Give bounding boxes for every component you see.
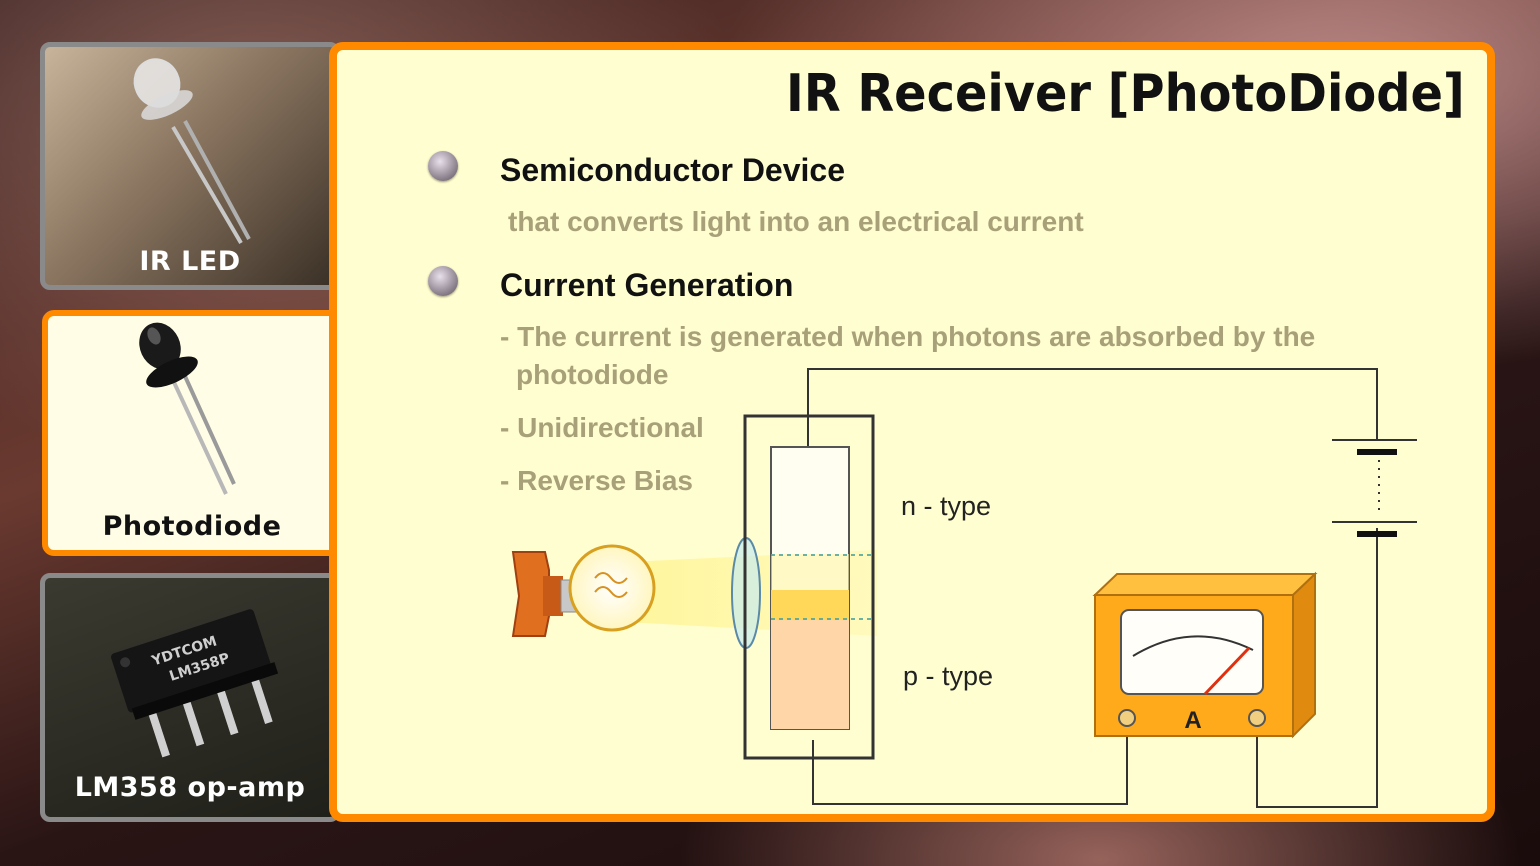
bullet-icon — [428, 151, 458, 181]
circuit-wires — [807, 368, 1378, 808]
sub-item: - The current is generated when photons … — [500, 321, 1316, 352]
lamp-icon — [511, 544, 656, 637]
battery-symbol — [1332, 439, 1417, 537]
thumbnail-lm358[interactable]: YDTCOM LM358P LM358 op-amp — [40, 573, 340, 822]
slide-title: IR Receiver [PhotoDiode] — [786, 64, 1465, 124]
thumbnail-label: IR LED — [139, 246, 241, 277]
bullet-icon — [428, 266, 458, 296]
thumbnail-photodiode[interactable]: Photodiode — [42, 310, 342, 556]
bullet-heading: Current Generation — [500, 267, 794, 303]
sub-item-continuation: photodiode — [516, 359, 669, 390]
lm358-chip-image: YDTCOM LM358P — [111, 609, 279, 758]
photodiode-junction — [743, 414, 875, 760]
ammeter-label: A — [1184, 707, 1201, 734]
ir-led-image — [133, 58, 251, 245]
thumbnail-label: Photodiode — [102, 511, 282, 542]
sub-item: - Unidirectional — [500, 412, 704, 443]
sub-item: - Reverse Bias — [500, 465, 694, 496]
photodiode-circuit-diagram: A — [511, 368, 1417, 808]
photodiode-image — [139, 322, 236, 495]
thumbnail-label: LM358 op-amp — [74, 772, 306, 803]
slide-panel: IR Receiver [PhotoDiode] Semiconductor D… — [329, 42, 1495, 822]
p-type-label: p - type — [903, 661, 994, 691]
bullet-heading: Semiconductor Device — [500, 152, 845, 188]
thumbnail-ir-led[interactable]: IR LED — [40, 42, 340, 290]
n-type-label: n - type — [901, 491, 992, 521]
ammeter-icon: A — [1092, 571, 1318, 739]
bullet-detail: that converts light into an electrical c… — [508, 206, 1084, 237]
